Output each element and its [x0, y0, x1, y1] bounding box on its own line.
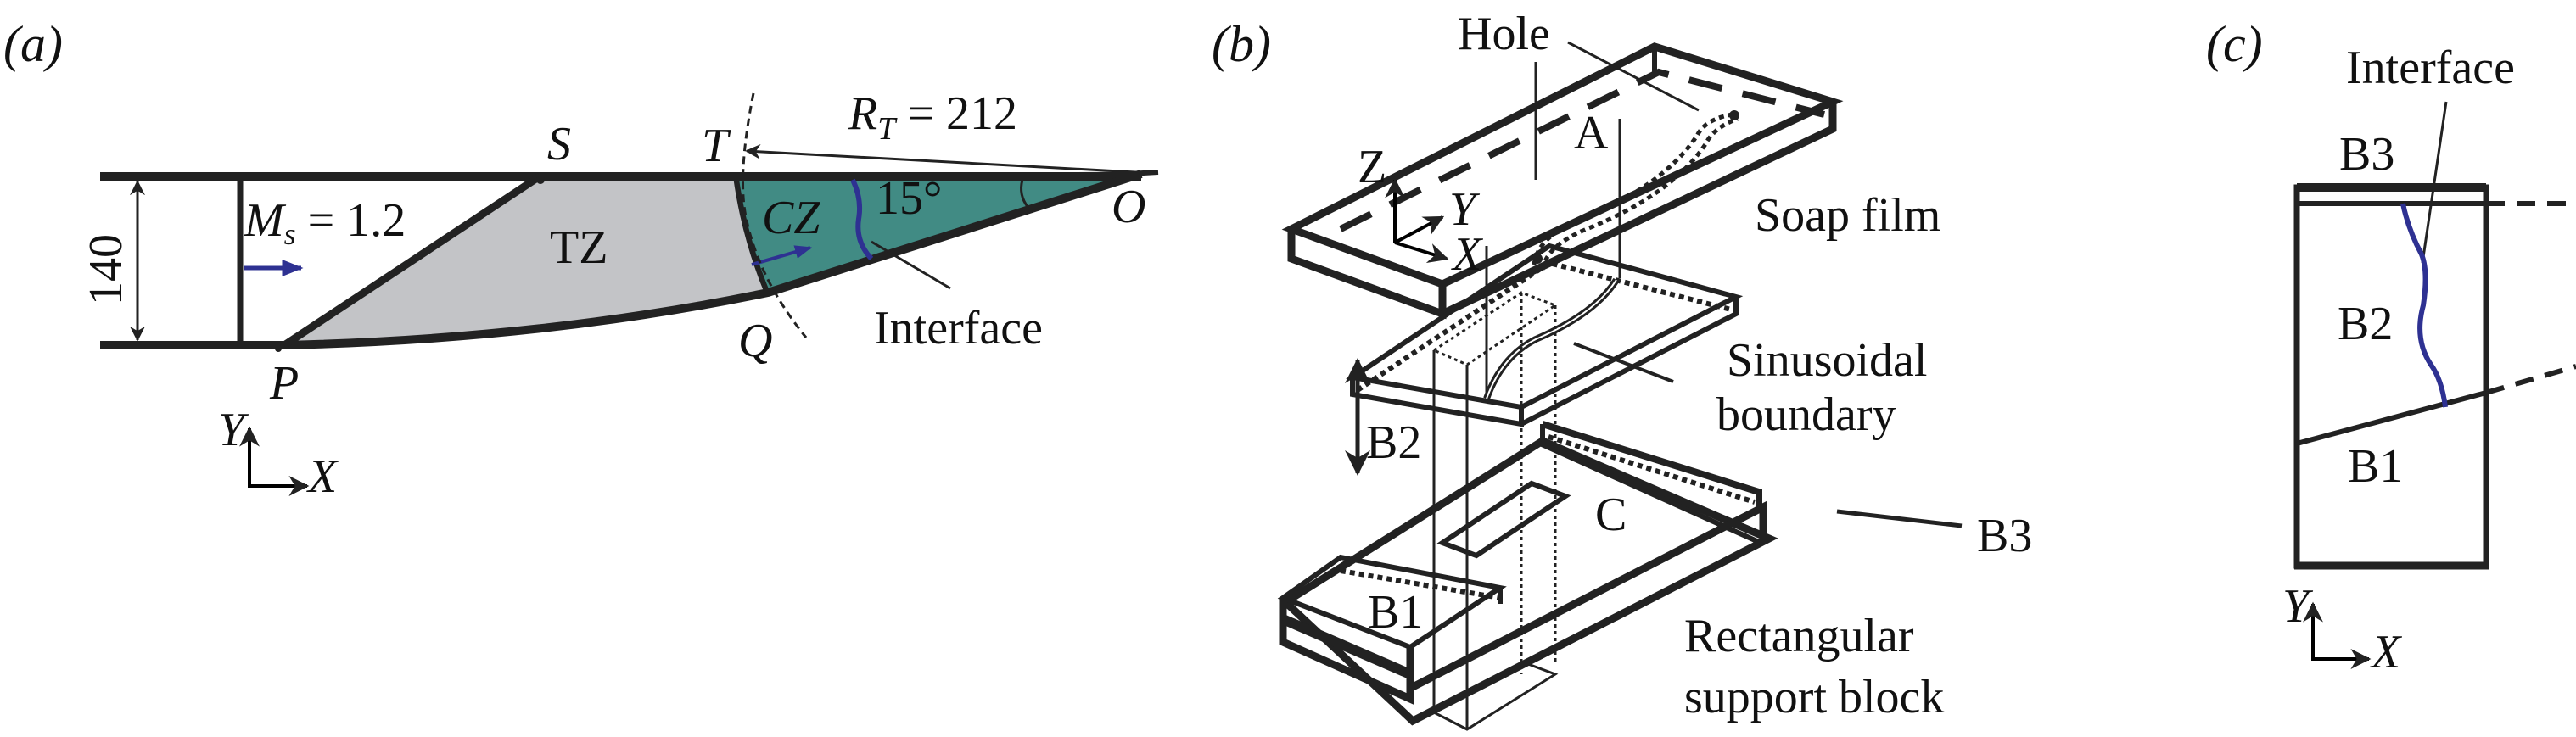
panel-b-label: (b) — [1212, 16, 1271, 72]
axis-y-label-c: Y — [2282, 580, 2314, 633]
line-ps — [282, 173, 542, 349]
height-label: 140 — [80, 234, 132, 305]
plate-a-label: A — [1574, 107, 1609, 159]
convergent-zone-label: CZ — [762, 192, 820, 244]
axes-icon-a: Y X — [218, 404, 339, 503]
b2-label: B2 — [1366, 416, 1421, 469]
axis-y-label-b: Y — [1449, 183, 1481, 236]
axes-icon-b: Z Y X — [1358, 141, 1484, 281]
panel-b: (b) A Hole Z Y X — [1212, 8, 2032, 731]
axis-y-label-a: Y — [218, 404, 249, 456]
plate-c-label: C — [1595, 489, 1627, 541]
panel-c-label: (c) — [2206, 16, 2263, 72]
b3-label-c: B3 — [2339, 128, 2394, 181]
angle-arc — [1020, 179, 1030, 209]
b2-label-c: B2 — [2338, 298, 2393, 350]
point-o-label: O — [1112, 181, 1145, 233]
soap-film-label: Soap film — [1755, 189, 1940, 242]
point-s-dot — [536, 176, 545, 184]
axis-x-label-b: X — [1451, 228, 1484, 281]
panel-a-label: (a) — [3, 16, 63, 72]
b3-label-b: B3 — [1977, 510, 2032, 562]
domain-box — [2293, 184, 2489, 569]
hole-label: Hole — [1458, 8, 1550, 60]
axes-icon-c: Y X — [2282, 580, 2403, 678]
wedge-lower-surface — [283, 170, 1143, 349]
point-p-label: P — [269, 357, 299, 410]
axis-z-label-b: Z — [1358, 141, 1386, 193]
interface-leader-line — [871, 240, 951, 290]
interface-label: Interface — [874, 302, 1043, 355]
radius-arc-dashed — [742, 92, 808, 338]
panel-c: (c) Interface B3 B2 B1 Y X — [2206, 16, 2576, 678]
point-p-dot — [275, 345, 282, 352]
cz-direction-arrow — [751, 245, 812, 266]
hole-leader-diagonal — [1567, 41, 1700, 112]
sinusoidal-label-line2: boundary — [1716, 388, 1896, 441]
radius-arrow — [745, 143, 1136, 174]
plate-b2 — [1346, 243, 1744, 427]
support-block-outline — [1432, 293, 1559, 731]
support-block-label-line2: support block — [1684, 671, 1944, 723]
point-q-label: Q — [738, 315, 772, 367]
plate-b1 — [1277, 554, 1507, 705]
b1-extension-dashed — [2485, 364, 2576, 395]
sinusoidal-leader — [1573, 342, 1674, 383]
interface-leader-c — [2421, 101, 2448, 264]
point-t-label: T — [702, 120, 731, 172]
sinusoidal-label-line1: Sinusoidal — [1727, 334, 1927, 387]
mach-number-label: Ms= 1.2 — [244, 194, 406, 251]
interface-curve-c — [2400, 203, 2448, 408]
support-block-label-line1: Rectangular — [1684, 610, 1914, 662]
interface-curve — [850, 178, 874, 261]
radius-label: RT= 212 — [848, 87, 1017, 147]
b3-leader — [1836, 509, 1963, 528]
transition-zone-label: TZ — [550, 221, 608, 274]
b1-label-c: B1 — [2348, 440, 2403, 493]
angle-label: 15° — [876, 172, 942, 225]
wedge-tip-extension — [1128, 170, 1159, 176]
b1-sloped-edge — [2296, 390, 2487, 446]
axis-x-label-c: X — [2370, 626, 2403, 678]
panel-a: (a) 140 Ms= 1.2 S T Q P O TZ CZ — [3, 16, 1159, 503]
b1-label-b: B1 — [1368, 586, 1423, 639]
axis-x-label-a: X — [306, 450, 339, 503]
interface-label-c: Interface — [2346, 42, 2515, 94]
point-s-label: S — [547, 118, 571, 170]
